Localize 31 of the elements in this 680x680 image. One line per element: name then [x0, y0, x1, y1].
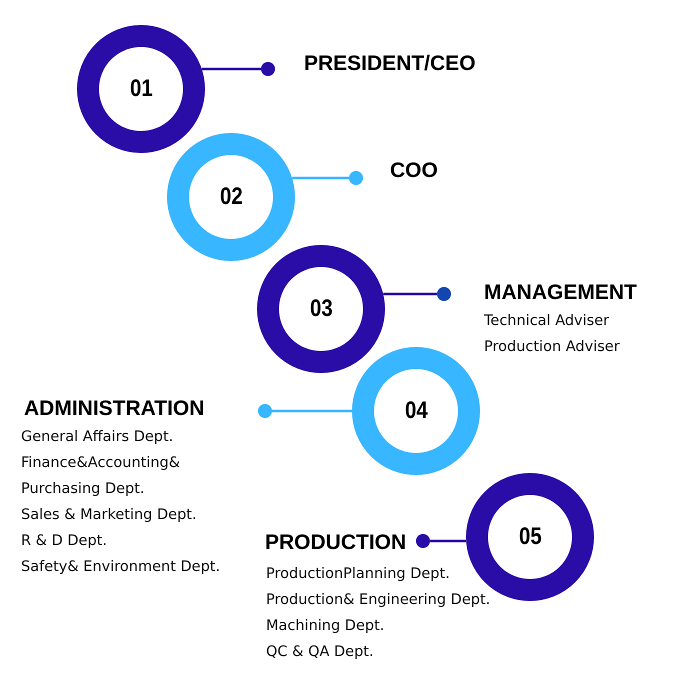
leader-line [272, 410, 352, 412]
leader-line [202, 68, 261, 70]
connector-dot [349, 171, 363, 185]
section-heading: ADMINISTRATION [24, 397, 204, 421]
step-number: 02 [220, 183, 242, 211]
connector-dot [416, 534, 430, 548]
leader-line [430, 540, 466, 542]
step-number: 01 [130, 75, 152, 103]
department-item: General Affairs Dept. [21, 428, 174, 447]
section-heading: MANAGEMENT [484, 281, 637, 305]
department-item: Machining Dept. [266, 617, 386, 636]
connector-dot [261, 62, 275, 76]
leader-line [383, 292, 437, 296]
department-item: ProductionPlanning Dept. [266, 565, 451, 584]
section-heading: PRESIDENT/CEO [304, 52, 476, 76]
connector-dot [437, 287, 451, 301]
section-heading: COO [390, 159, 438, 183]
department-item: Technical Adviser [484, 312, 610, 331]
connector-dot [258, 404, 272, 418]
department-item: Production Adviser [484, 338, 621, 357]
department-item: R & D Dept. [21, 532, 108, 551]
department-item: Production& Engineering Dept. [266, 591, 492, 610]
department-item: Safety& Environment Dept. [21, 558, 222, 577]
step-number: 05 [518, 523, 542, 551]
step-number: 03 [310, 295, 332, 323]
step-number: 04 [404, 397, 428, 425]
section-heading: PRODUCTION [265, 531, 406, 555]
department-item: Finance&Accounting& Purchasing Dept. [21, 454, 182, 499]
department-item: Sales & Marketing Dept. [21, 506, 198, 525]
leader-line [292, 176, 349, 180]
department-item: QC & QA Dept. [266, 643, 375, 662]
